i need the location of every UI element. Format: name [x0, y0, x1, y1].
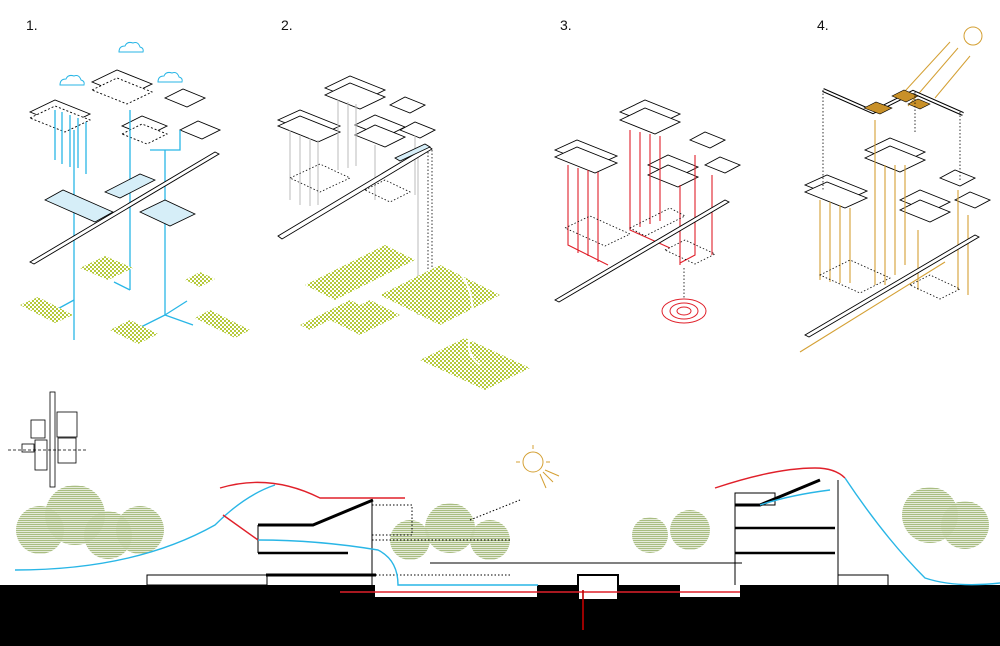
panel-1-diagram: [20, 41, 250, 344]
panel-3-diagram: [553, 99, 742, 324]
airflow-lines: [14, 467, 1000, 630]
panel-3-label: 3.: [560, 17, 572, 33]
building-right: [734, 478, 889, 585]
panel-4-diagram: [799, 26, 992, 353]
building-left: [146, 498, 376, 586]
corridor-bar: [29, 151, 220, 265]
trees-right: [902, 487, 989, 549]
trees-center: [390, 503, 710, 560]
site-plan-key: [8, 391, 88, 488]
panel-1-label: 1.: [26, 17, 38, 33]
geothermal-target-icon: [661, 298, 707, 324]
panel-2-diagram: [276, 75, 530, 390]
panel-4-label: 4.: [817, 17, 829, 33]
panel-2-label: 2.: [281, 17, 293, 33]
sun-section-icon: [516, 445, 560, 489]
trees-left: [16, 485, 164, 559]
cloud-icon: [59, 41, 183, 86]
sun-icon: [963, 26, 983, 46]
